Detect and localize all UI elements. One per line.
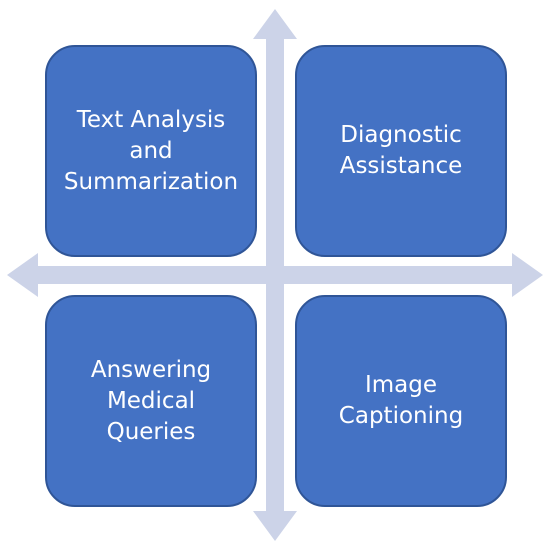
quadrant-top-right: Diagnostic Assistance — [295, 45, 507, 257]
quadrant-label: Diagnostic Assistance — [339, 122, 463, 179]
vertical-arrow — [253, 9, 297, 541]
quadrant-label: Image Captioning — [338, 372, 464, 429]
quadrant-bottom-left: Answering Medical Queries — [45, 295, 257, 507]
quadrant-bottom-right: Image Captioning — [295, 295, 507, 507]
quadrant-label: Text Analysis and Summarization — [63, 106, 239, 195]
quadrant-top-left: Text Analysis and Summarization — [45, 45, 257, 257]
quadrant-label: Answering Medical Queries — [90, 356, 212, 445]
